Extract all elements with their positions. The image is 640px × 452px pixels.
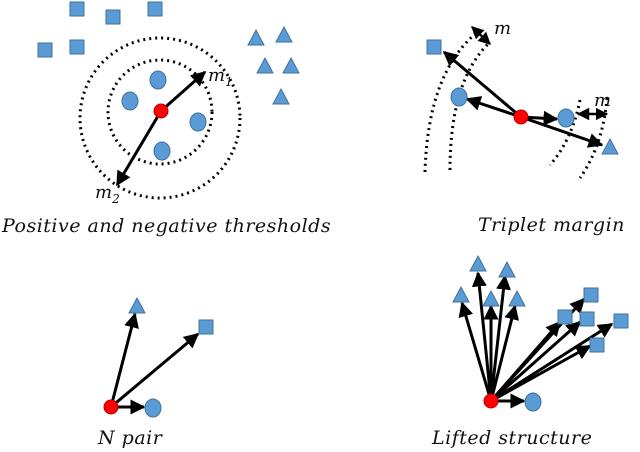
positive-circle <box>189 112 207 132</box>
negative-square <box>147 1 163 17</box>
positive-circle <box>153 141 171 161</box>
negative-triangle <box>498 260 516 278</box>
arrow-to-square <box>489 320 562 402</box>
margin-boundary-inner-left <box>448 40 492 171</box>
negative-square <box>426 39 442 55</box>
arrow-to-triangle <box>458 301 493 402</box>
arrow-to-square <box>110 332 200 409</box>
negative-triangle <box>508 289 526 307</box>
arrow-to-triangle <box>109 312 139 408</box>
negative-square <box>613 313 629 329</box>
panel-triplet: m m <box>423 18 619 179</box>
positive-circle <box>524 392 542 412</box>
arrow-to-positive-left <box>465 96 522 119</box>
arrow-to-negative-square <box>442 50 522 119</box>
positive-circle <box>450 87 468 107</box>
outer-threshold-ring <box>78 36 242 200</box>
arrow-to-triangle <box>489 274 511 402</box>
caption-lifted: Lifted structure <box>432 427 593 449</box>
negative-square <box>69 39 85 55</box>
label-m-right: m <box>594 90 611 111</box>
panel-thresholds: m1 m2 <box>37 1 300 206</box>
negative-triangle <box>282 56 300 74</box>
radius-arrow-m2 <box>115 110 163 187</box>
arrow-to-triangle <box>489 304 519 402</box>
negative-triangle <box>272 87 290 105</box>
positive-circle <box>149 70 167 90</box>
positive-circle <box>557 108 575 128</box>
anchor-point <box>513 109 529 125</box>
negative-triangle <box>601 137 619 155</box>
arrow-to-triangle <box>471 271 493 402</box>
arrow-to-negative-triangle <box>520 115 604 148</box>
anchor-point <box>483 393 499 409</box>
negative-square <box>579 311 595 327</box>
caption-thresholds: Positive and negative thresholds <box>2 215 332 237</box>
negative-triangle <box>256 56 274 74</box>
negative-triangle <box>275 25 293 43</box>
negative-square <box>557 309 573 325</box>
panel-lifted <box>452 254 629 412</box>
negative-square <box>589 337 605 353</box>
positive-circle <box>121 91 139 111</box>
margin-arrow-top <box>471 26 491 45</box>
negative-triangle <box>469 254 487 272</box>
label-m1: m1 <box>208 65 233 89</box>
negative-triangle <box>128 296 146 314</box>
negative-square <box>69 1 85 17</box>
label-m-top: m <box>494 18 511 39</box>
arrow-to-square <box>490 320 582 403</box>
margin-boundary-inner-right <box>548 99 582 166</box>
radius-arrow-m1 <box>160 70 207 113</box>
positive-circle <box>144 398 162 418</box>
negative-triangle <box>247 28 265 46</box>
anchor-point <box>153 103 169 119</box>
anchor-point <box>103 399 119 415</box>
inner-threshold-ring <box>106 58 214 166</box>
negative-square <box>105 9 121 25</box>
panel-npair <box>103 296 214 418</box>
caption-triplet: Triplet margin <box>478 214 625 236</box>
negative-square <box>198 319 214 335</box>
caption-npair: N pair <box>98 427 163 449</box>
arrow-to-square <box>490 344 592 403</box>
label-m2: m2 <box>95 182 120 206</box>
negative-square <box>37 42 53 58</box>
negative-square <box>583 287 599 303</box>
negative-triangle <box>452 285 470 303</box>
negative-triangle <box>482 289 500 307</box>
